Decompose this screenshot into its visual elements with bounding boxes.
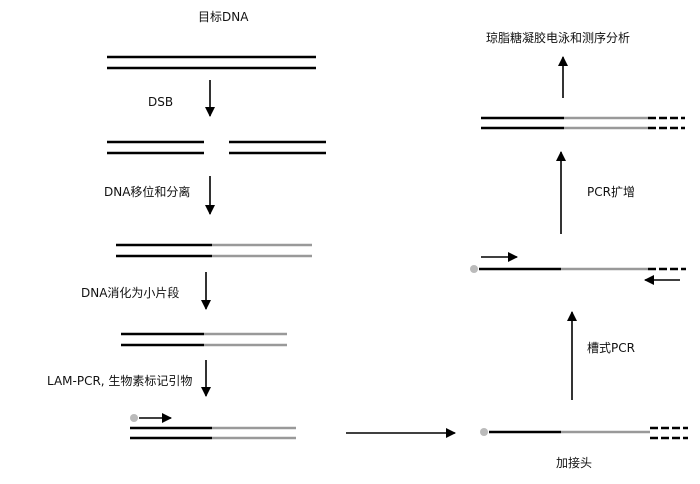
label-target-dna: 目标DNA xyxy=(198,10,249,24)
label-pcr-amplify: PCR扩增 xyxy=(587,185,635,199)
target-dna-duplex xyxy=(107,55,316,70)
lam-pcr-product xyxy=(130,413,296,440)
label-lam-pcr: LAM-PCR, 生物素标记引物 xyxy=(47,374,192,388)
biotin-dot xyxy=(480,428,488,436)
label-dsb: DSB xyxy=(148,95,173,109)
biotin-dot xyxy=(470,265,478,273)
label-analysis: 琼脂糖凝胶电泳和测序分析 xyxy=(486,30,630,45)
nested-pcr-product xyxy=(470,252,686,285)
biotin-dot xyxy=(130,414,138,422)
adapter-ligated-fragment xyxy=(480,426,688,440)
label-translocation: DNA移位和分离 xyxy=(104,184,190,199)
label-add-adapter: 加接头 xyxy=(556,455,592,470)
label-digestion: DNA消化为小片段 xyxy=(81,285,179,300)
label-nested-pcr: 槽式PCR xyxy=(587,341,635,355)
amplified-product xyxy=(481,116,685,130)
translocated-dna-duplex xyxy=(116,243,312,258)
digested-fragment xyxy=(121,332,287,347)
broken-dna-duplex xyxy=(107,140,326,155)
